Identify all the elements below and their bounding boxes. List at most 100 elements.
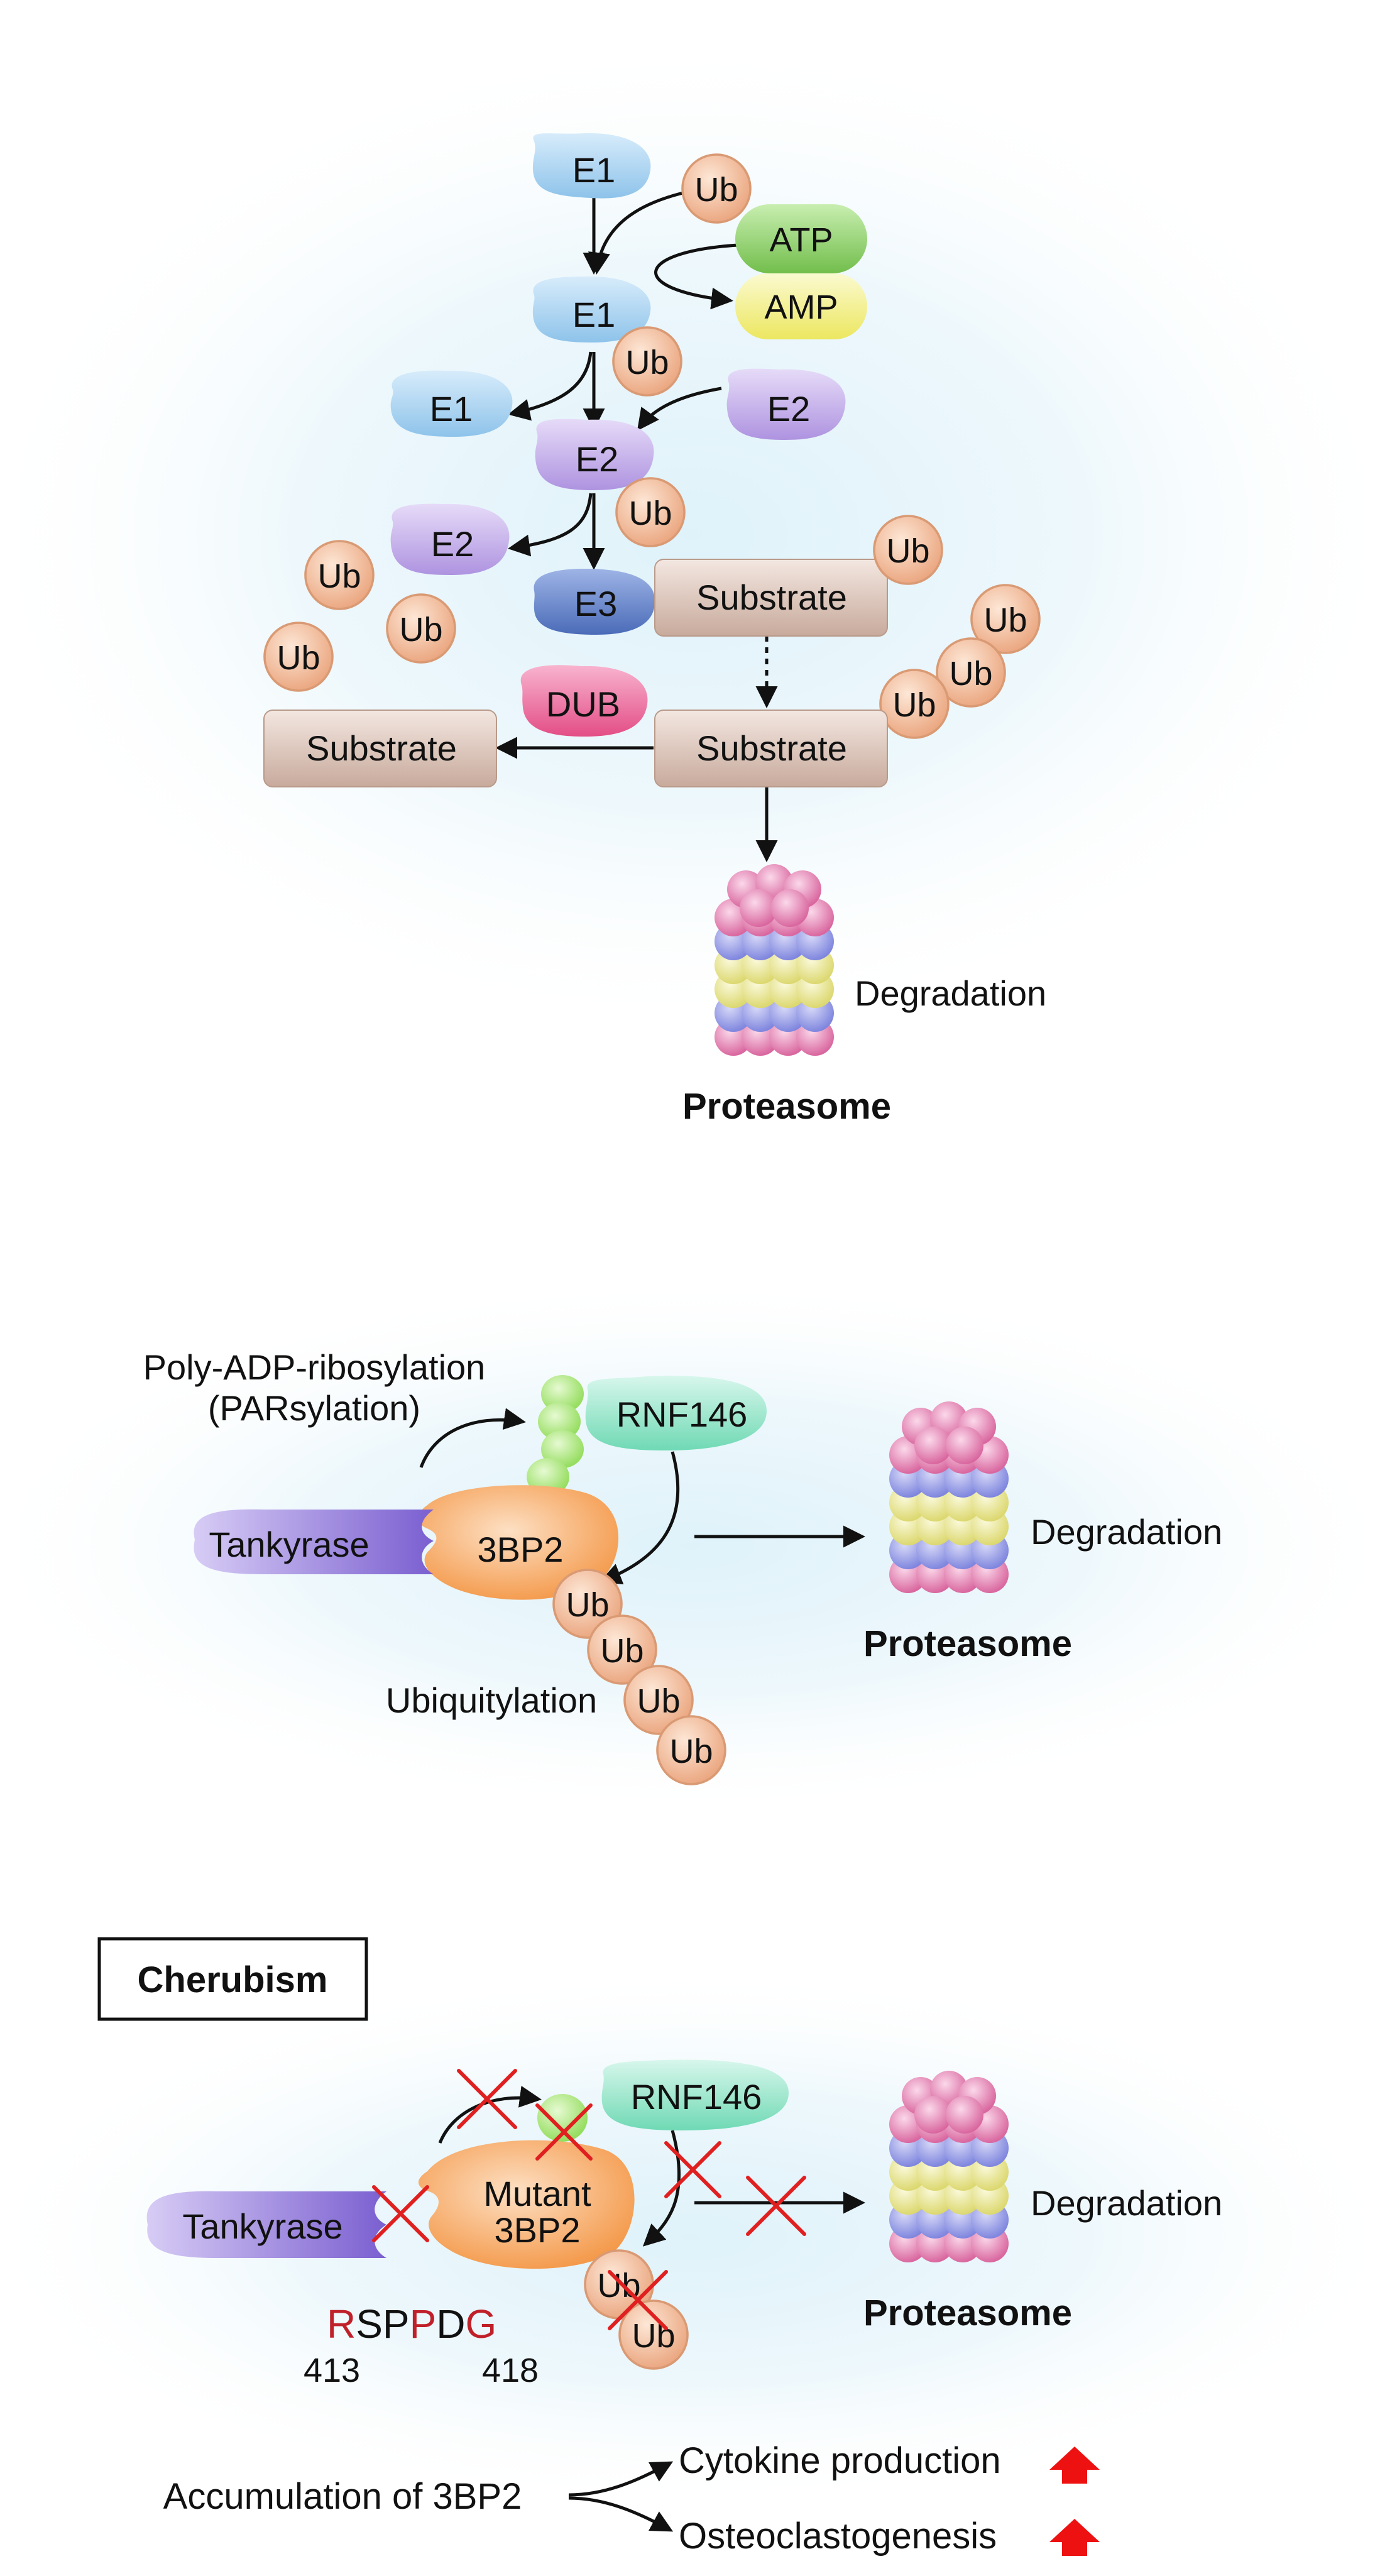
proteasome-cap-subunit	[946, 2096, 983, 2134]
tankyrase-protein: Tankyrase	[146, 2191, 386, 2258]
parsylation-label-line1: Poly-ADP-ribosylation	[143, 1347, 486, 1387]
seq-r: R	[327, 2301, 356, 2347]
up-arrow-icon	[1049, 2519, 1100, 2556]
cytokine-label: Cytokine production	[679, 2440, 1001, 2481]
accumulation-label: Accumulation of 3BP2	[163, 2476, 522, 2517]
amp-molecule: AMP	[735, 273, 867, 339]
3bp2-label: 3BP2	[478, 1530, 564, 1569]
panel1-ubiquitin-cascade: E1 Ub ATP AMP E1 Ub E1 E2	[263, 133, 1046, 1127]
mutant-3bp2-protein: Mutant 3BP2	[418, 2140, 635, 2269]
ub-label: Ub	[892, 686, 936, 724]
dub-enzyme: DUB	[520, 665, 648, 737]
ub-label: Ub	[600, 1632, 643, 1670]
ub-label: Ub	[628, 495, 672, 532]
cross-parsylation	[457, 2069, 517, 2129]
seq-p: P	[410, 2301, 437, 2347]
ub-label: Ub	[317, 557, 361, 595]
ubiquitylation-label: Ubiquitylation	[386, 1680, 597, 1720]
ub-label: Ub	[949, 655, 992, 693]
proteasome-icon	[889, 1401, 1009, 1593]
proteasome-cap-subunit	[771, 889, 809, 927]
ub-label: Ub	[669, 1733, 713, 1770]
proteasome-label: Proteasome	[863, 1623, 1072, 1664]
e1-left-label: E1	[430, 389, 473, 429]
e1-mid-label: E1	[572, 295, 616, 334]
position-418: 418	[482, 2352, 539, 2389]
ub-label: Ub	[632, 2317, 675, 2355]
up-arrow-icon	[1049, 2447, 1100, 2484]
proteasome-label: Proteasome	[682, 1086, 891, 1127]
proteasome-cap-subunit	[946, 1427, 983, 1464]
rnf146-label: RNF146	[631, 2077, 762, 2117]
proteasome-cap-subunit	[914, 1427, 952, 1464]
ub-label: Ub	[399, 611, 442, 649]
substrate-mid-label: Substrate	[696, 728, 847, 768]
atp-molecule: ATP	[735, 204, 867, 273]
degradation-label: Degradation	[1031, 1512, 1222, 1552]
mutant-label-line2: 3BP2	[495, 2210, 581, 2250]
rnf146-label: RNF146	[616, 1395, 748, 1434]
position-413: 413	[304, 2352, 360, 2389]
tankyrase-protein: Tankyrase	[194, 1509, 434, 1574]
cherubism-title-box	[97, 1937, 368, 2021]
dub-label: DUB	[546, 684, 620, 724]
ub-label: Ub	[983, 601, 1027, 639]
e1-enzyme: E1	[532, 276, 651, 343]
cross-rnf146-arrow	[664, 2141, 721, 2198]
atp-label: ATP	[769, 221, 833, 259]
ub-label: Ub	[637, 1682, 680, 1720]
e1-enzyme: E1	[532, 133, 651, 199]
cross-tankyrase-binding	[372, 2185, 429, 2242]
substrate-top-label: Substrate	[696, 578, 847, 617]
3bp2-protein: 3BP2	[418, 1485, 619, 1600]
ub-label: Ub	[277, 639, 320, 677]
degradation-label: Degradation	[855, 973, 1046, 1013]
par-unit	[537, 2094, 588, 2142]
e2-right-label: E2	[767, 389, 811, 429]
osteoclast-label: Osteoclastogenesis	[679, 2516, 997, 2557]
mutation-sequence: RSPPDG	[327, 2301, 496, 2347]
e2-left-label: E2	[431, 524, 474, 564]
cherubism-title: Cherubism	[138, 1959, 328, 2000]
cross-degradation-arrow	[746, 2176, 806, 2236]
e2-enzyme: E2	[535, 419, 654, 490]
e3-ligase: E3	[534, 569, 655, 635]
seq-sp: SP	[356, 2301, 409, 2347]
e3-label: E3	[574, 584, 618, 623]
background-glow-panel3	[0, 1967, 1380, 2507]
panel2-arrows	[419, 1408, 865, 1585]
e1-top-label: E1	[572, 150, 616, 190]
background-glow-panel2	[0, 1276, 1380, 1816]
proteasome-icon	[889, 2071, 1009, 2262]
substrate-box: Substrate	[654, 559, 888, 637]
proteasome-label: Proteasome	[863, 2293, 1072, 2333]
amp-label: AMP	[764, 288, 838, 326]
substrate-box: Substrate	[263, 710, 497, 787]
proteasome-icon	[715, 864, 834, 1056]
tankyrase-label: Tankyrase	[182, 2206, 342, 2246]
ub-label: Ub	[694, 171, 738, 209]
inhibition-crosses	[372, 2069, 806, 2330]
rnf146-ligase: RNF146	[601, 2059, 789, 2130]
mutant-label-line1: Mutant	[483, 2174, 591, 2213]
cross-ubiquitylation	[608, 2270, 668, 2330]
proteasome-cap-subunit	[740, 889, 777, 927]
seq-g: G	[466, 2301, 497, 2347]
substrate-left-label: Substrate	[306, 728, 457, 768]
ub-label: Ub	[566, 1586, 609, 1624]
proteasome-cap-subunit	[914, 2096, 952, 2134]
panel3-cherubism: Cherubism RNF146 Mutant 3BP2 Tankyrase	[97, 1937, 1222, 2557]
e2-mid-label: E2	[576, 439, 619, 479]
substrate-box: Substrate	[654, 710, 888, 787]
panel2-tankyrase-pathway: Poly-ADP-ribosylation (PARsylation) RNF1…	[143, 1347, 1222, 1785]
e2-enzyme: E2	[726, 368, 846, 440]
cross-par	[535, 2103, 593, 2161]
parsylation-label-line2: (PARsylation)	[208, 1388, 420, 1428]
e2-enzyme: E2	[390, 503, 510, 575]
e1-enzyme: E1	[390, 370, 513, 437]
rnf146-ligase: RNF146	[585, 1376, 767, 1450]
ub-label: Ub	[625, 344, 669, 381]
degradation-label: Degradation	[1031, 2183, 1222, 2223]
ub-label: Ub	[886, 532, 929, 570]
